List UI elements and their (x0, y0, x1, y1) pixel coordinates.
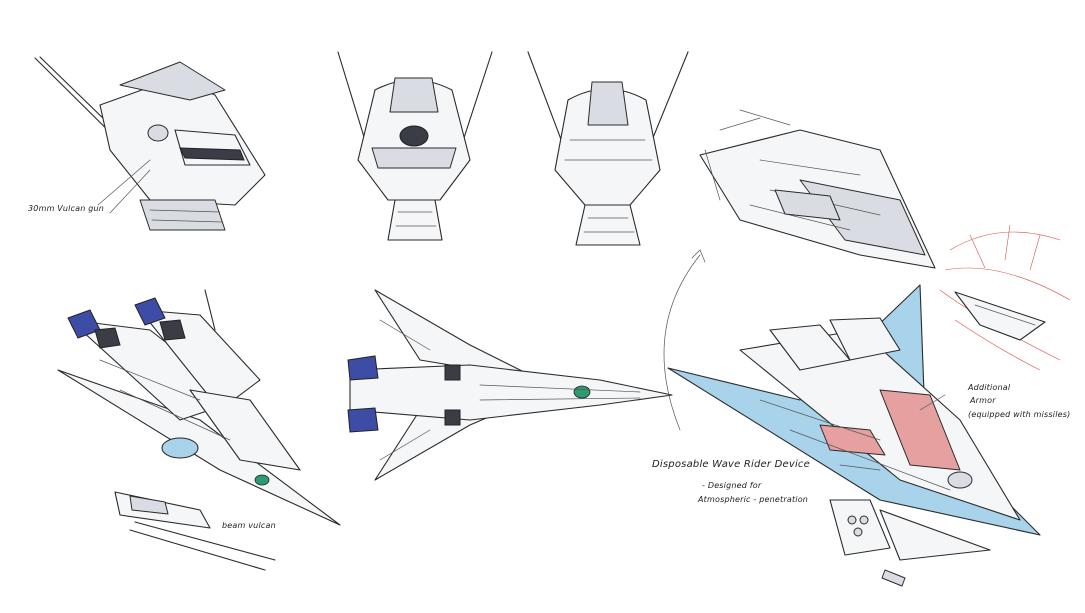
mini-wave-rider-sketch (954, 291, 1046, 341)
vulcan-gun-label: 30mm Vulcan gun (28, 204, 105, 213)
head-front-view-sketch (337, 51, 493, 241)
beam-vulcan-label: beam vulcan (222, 521, 276, 530)
missile-pod-sketch (829, 499, 991, 587)
additional-armor-label-line2: Armor (970, 396, 996, 405)
head-side-view-sketch (34, 56, 266, 231)
wave-rider-designed-label: - Designed for (702, 481, 762, 490)
head-back-view-sketch (527, 51, 689, 246)
additional-armor-label-line1: Additional (968, 383, 1011, 392)
wave-rider-atmospheric-label: Atmospheric - penetration (698, 495, 809, 504)
arrow-indicator (663, 254, 701, 431)
arrow-head-icon (691, 249, 706, 263)
suit-isometric-sketch (57, 289, 341, 526)
suit-top-view-sketch (347, 289, 673, 481)
beam-vulcan-sketch (114, 491, 276, 571)
wave-rider-assembly-sketch (667, 284, 1041, 536)
additional-armor-label-line3: (equipped with missiles) (968, 410, 1071, 419)
wave-rider-title-label: Disposable Wave Rider Device (652, 459, 810, 470)
wave-rider-closeup-sketch (699, 109, 936, 269)
